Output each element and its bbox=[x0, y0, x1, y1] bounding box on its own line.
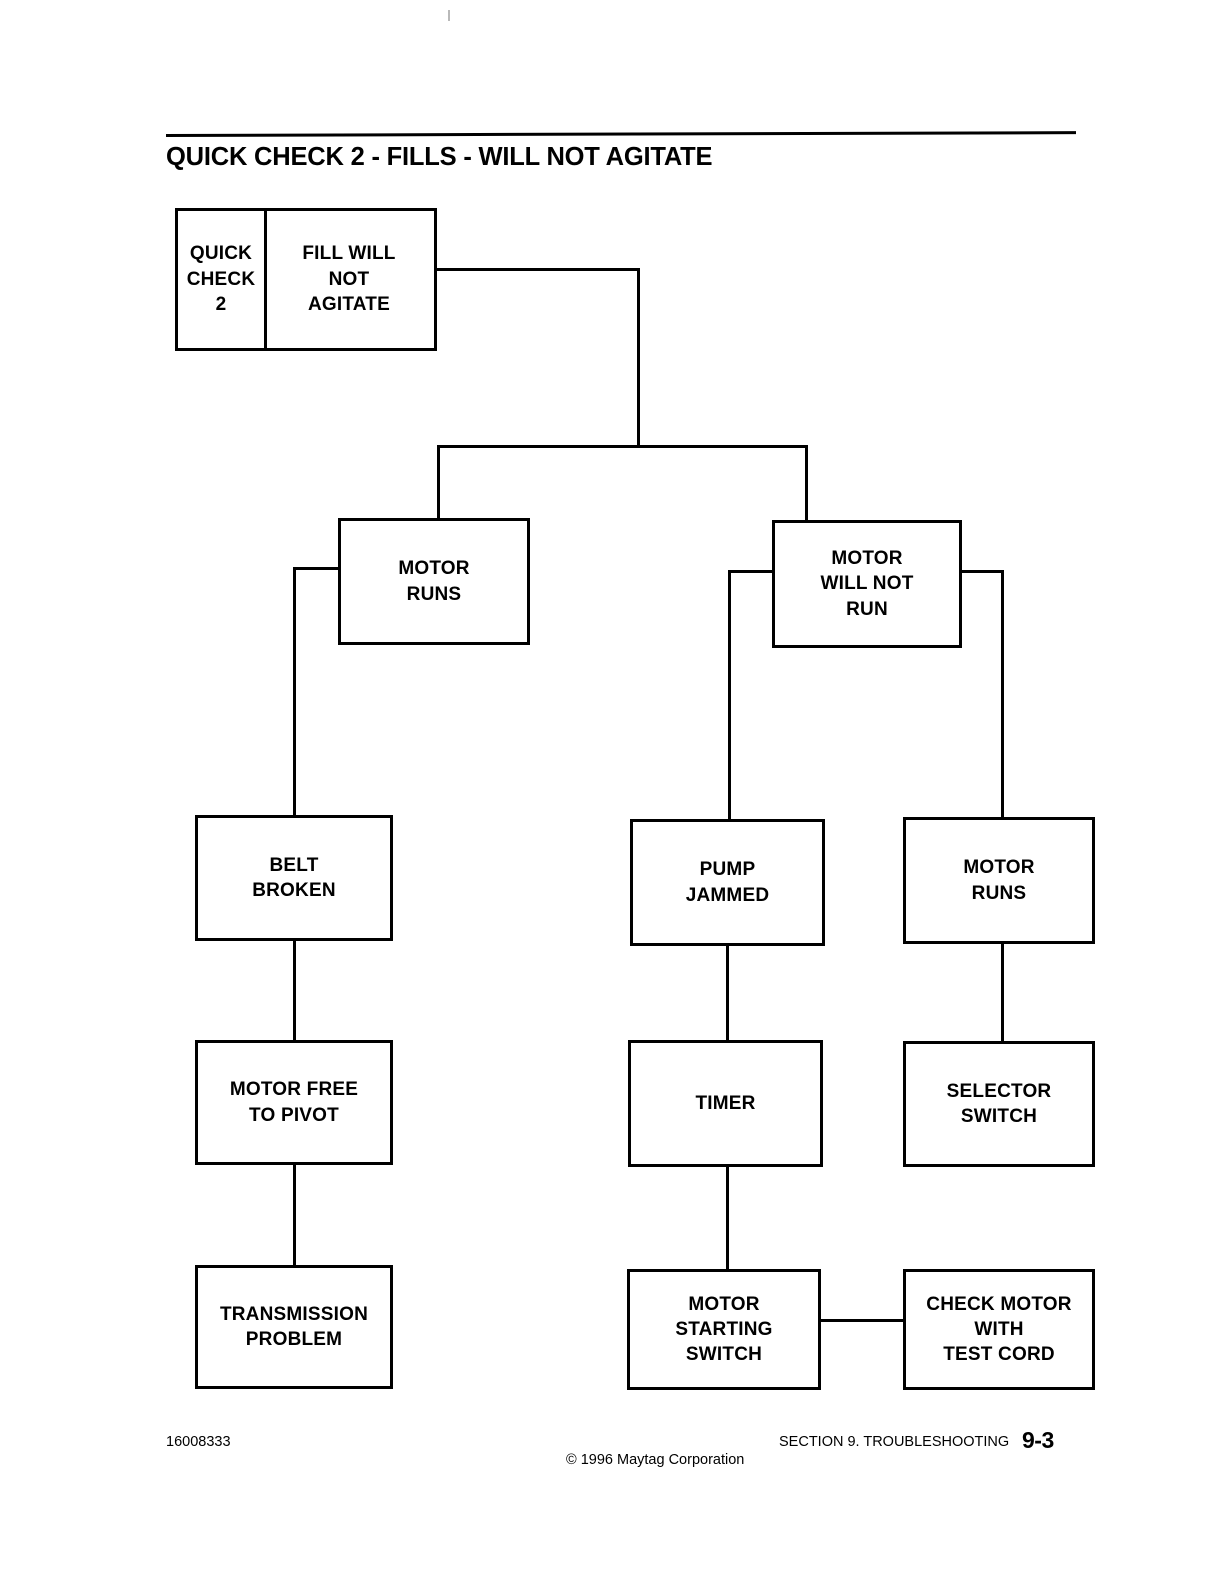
node-check-motor-line-1: CHECK MOTOR bbox=[926, 1293, 1072, 1315]
title-divider-rule bbox=[165, 131, 1077, 137]
node-motor-free-line-1: MOTOR FREE bbox=[229, 1079, 359, 1101]
node-selector-switch-line-2: SWITCH bbox=[960, 1106, 1038, 1127]
connector-motor-runs-left-exit bbox=[293, 567, 341, 570]
connector-motor-no-run-to-motor-runs-right bbox=[1001, 570, 1004, 820]
node-motor-runs-right-line-1: MOTOR bbox=[963, 857, 1035, 879]
scan-speck bbox=[448, 10, 450, 21]
footer-section-label: SECTION 9. TROUBLESHOOTING bbox=[779, 1434, 1010, 1450]
connector-split-left-drop bbox=[437, 445, 440, 523]
node-motor-starting-switch[interactable]: MOTOR STARTING SWITCH bbox=[627, 1269, 821, 1390]
node-pump-jammed-line-2: JAMMED bbox=[685, 884, 770, 906]
node-fill-line-1: FILL WILL bbox=[302, 243, 396, 265]
node-motor-starting-switch-line-1: MOTOR bbox=[688, 1293, 760, 1315]
connector-motor-no-run-right-exit bbox=[959, 570, 1004, 573]
connector-root-to-split-horizontal bbox=[437, 268, 640, 271]
node-belt-broken-line-2: BROKEN bbox=[252, 880, 336, 901]
node-pump-jammed[interactable]: PUMP JAMMED bbox=[630, 819, 825, 946]
node-motor-free-to-pivot[interactable]: MOTOR FREE TO PIVOT bbox=[195, 1040, 393, 1165]
connector-belt-broken-to-motor-free bbox=[293, 938, 296, 1042]
connector-motor-start-to-check-motor bbox=[818, 1319, 906, 1322]
node-motor-starting-switch-line-3: SWITCH bbox=[685, 1344, 763, 1366]
node-fill-line-3: AGITATE bbox=[308, 294, 390, 316]
page-title: QUICK CHECK 2 - FILLS - WILL NOT AGITATE bbox=[166, 143, 713, 171]
connector-split-right-drop bbox=[805, 445, 808, 525]
node-motor-will-not-run-line-1: MOTOR bbox=[831, 548, 903, 570]
node-quick-check-line-1: QUICK bbox=[189, 243, 253, 265]
footer-document-number: 16008333 bbox=[166, 1434, 231, 1450]
node-motor-runs-right[interactable]: MOTOR RUNS bbox=[903, 817, 1095, 944]
connector-motor-runs-right-to-selector bbox=[1001, 943, 1004, 1043]
node-timer[interactable]: TIMER bbox=[628, 1040, 823, 1167]
connector-motor-no-run-left-exit bbox=[728, 570, 775, 573]
node-motor-will-not-run[interactable]: MOTOR WILL NOT RUN bbox=[772, 520, 962, 648]
node-motor-free-line-2: TO PIVOT bbox=[249, 1104, 339, 1126]
connector-split-bar bbox=[437, 445, 808, 448]
node-pump-jammed-line-1: PUMP bbox=[699, 859, 756, 881]
node-selector-switch[interactable]: SELECTOR SWITCH bbox=[903, 1041, 1095, 1167]
connector-root-to-split-vertical bbox=[637, 268, 640, 448]
connector-pump-jammed-to-timer bbox=[726, 944, 729, 1042]
node-check-motor-with-test-cord[interactable]: CHECK MOTOR WITH TEST CORD bbox=[903, 1269, 1095, 1390]
footer-page-number: 9-3 bbox=[1022, 1427, 1054, 1453]
node-motor-runs-left[interactable]: MOTOR RUNS bbox=[338, 518, 530, 645]
node-motor-runs-left-line-1: MOTOR bbox=[398, 558, 470, 580]
connector-timer-to-motor-starting-switch bbox=[726, 1165, 729, 1272]
node-transmission-line-1: TRANSMISSION bbox=[219, 1303, 369, 1325]
node-selector-switch-line-1: SELECTOR bbox=[946, 1080, 1052, 1102]
node-belt-broken-line-1: BELT bbox=[269, 854, 319, 876]
node-quick-check-fill-will-not-agitate[interactable]: QUICK CHECK 2 FILL WILL NOT AGITATE bbox=[175, 208, 437, 351]
connector-motor-free-to-transmission bbox=[293, 1163, 296, 1267]
node-check-motor-line-3: TEST CORD bbox=[943, 1344, 1055, 1366]
node-motor-runs-left-line-2: RUNS bbox=[406, 583, 462, 605]
node-fill-line-2: NOT bbox=[328, 268, 370, 290]
node-transmission-problem[interactable]: TRANSMISSION PROBLEM bbox=[195, 1265, 393, 1389]
node-quick-check-line-3: 2 bbox=[215, 294, 227, 316]
node-belt-broken[interactable]: BELT BROKEN bbox=[195, 815, 393, 941]
footer-copyright: © 1996 Maytag Corporation bbox=[566, 1452, 745, 1468]
node-motor-starting-switch-line-2: STARTING bbox=[675, 1318, 773, 1340]
connector-motor-no-run-to-pump-jammed bbox=[728, 570, 731, 822]
connector-motor-runs-to-belt-broken bbox=[293, 567, 296, 818]
node-quick-check-label-cell: QUICK CHECK 2 bbox=[178, 211, 267, 348]
node-check-motor-line-2: WITH bbox=[974, 1318, 1024, 1340]
node-motor-runs-right-line-2: RUNS bbox=[971, 882, 1027, 904]
node-timer-line-1: TIMER bbox=[695, 1092, 756, 1114]
node-transmission-line-2: PROBLEM bbox=[245, 1329, 343, 1350]
node-motor-will-not-run-line-3: RUN bbox=[846, 598, 888, 620]
node-quick-check-line-2: CHECK bbox=[186, 268, 256, 290]
node-fill-will-not-agitate-cell: FILL WILL NOT AGITATE bbox=[264, 211, 434, 348]
node-motor-will-not-run-line-2: WILL NOT bbox=[820, 573, 914, 595]
